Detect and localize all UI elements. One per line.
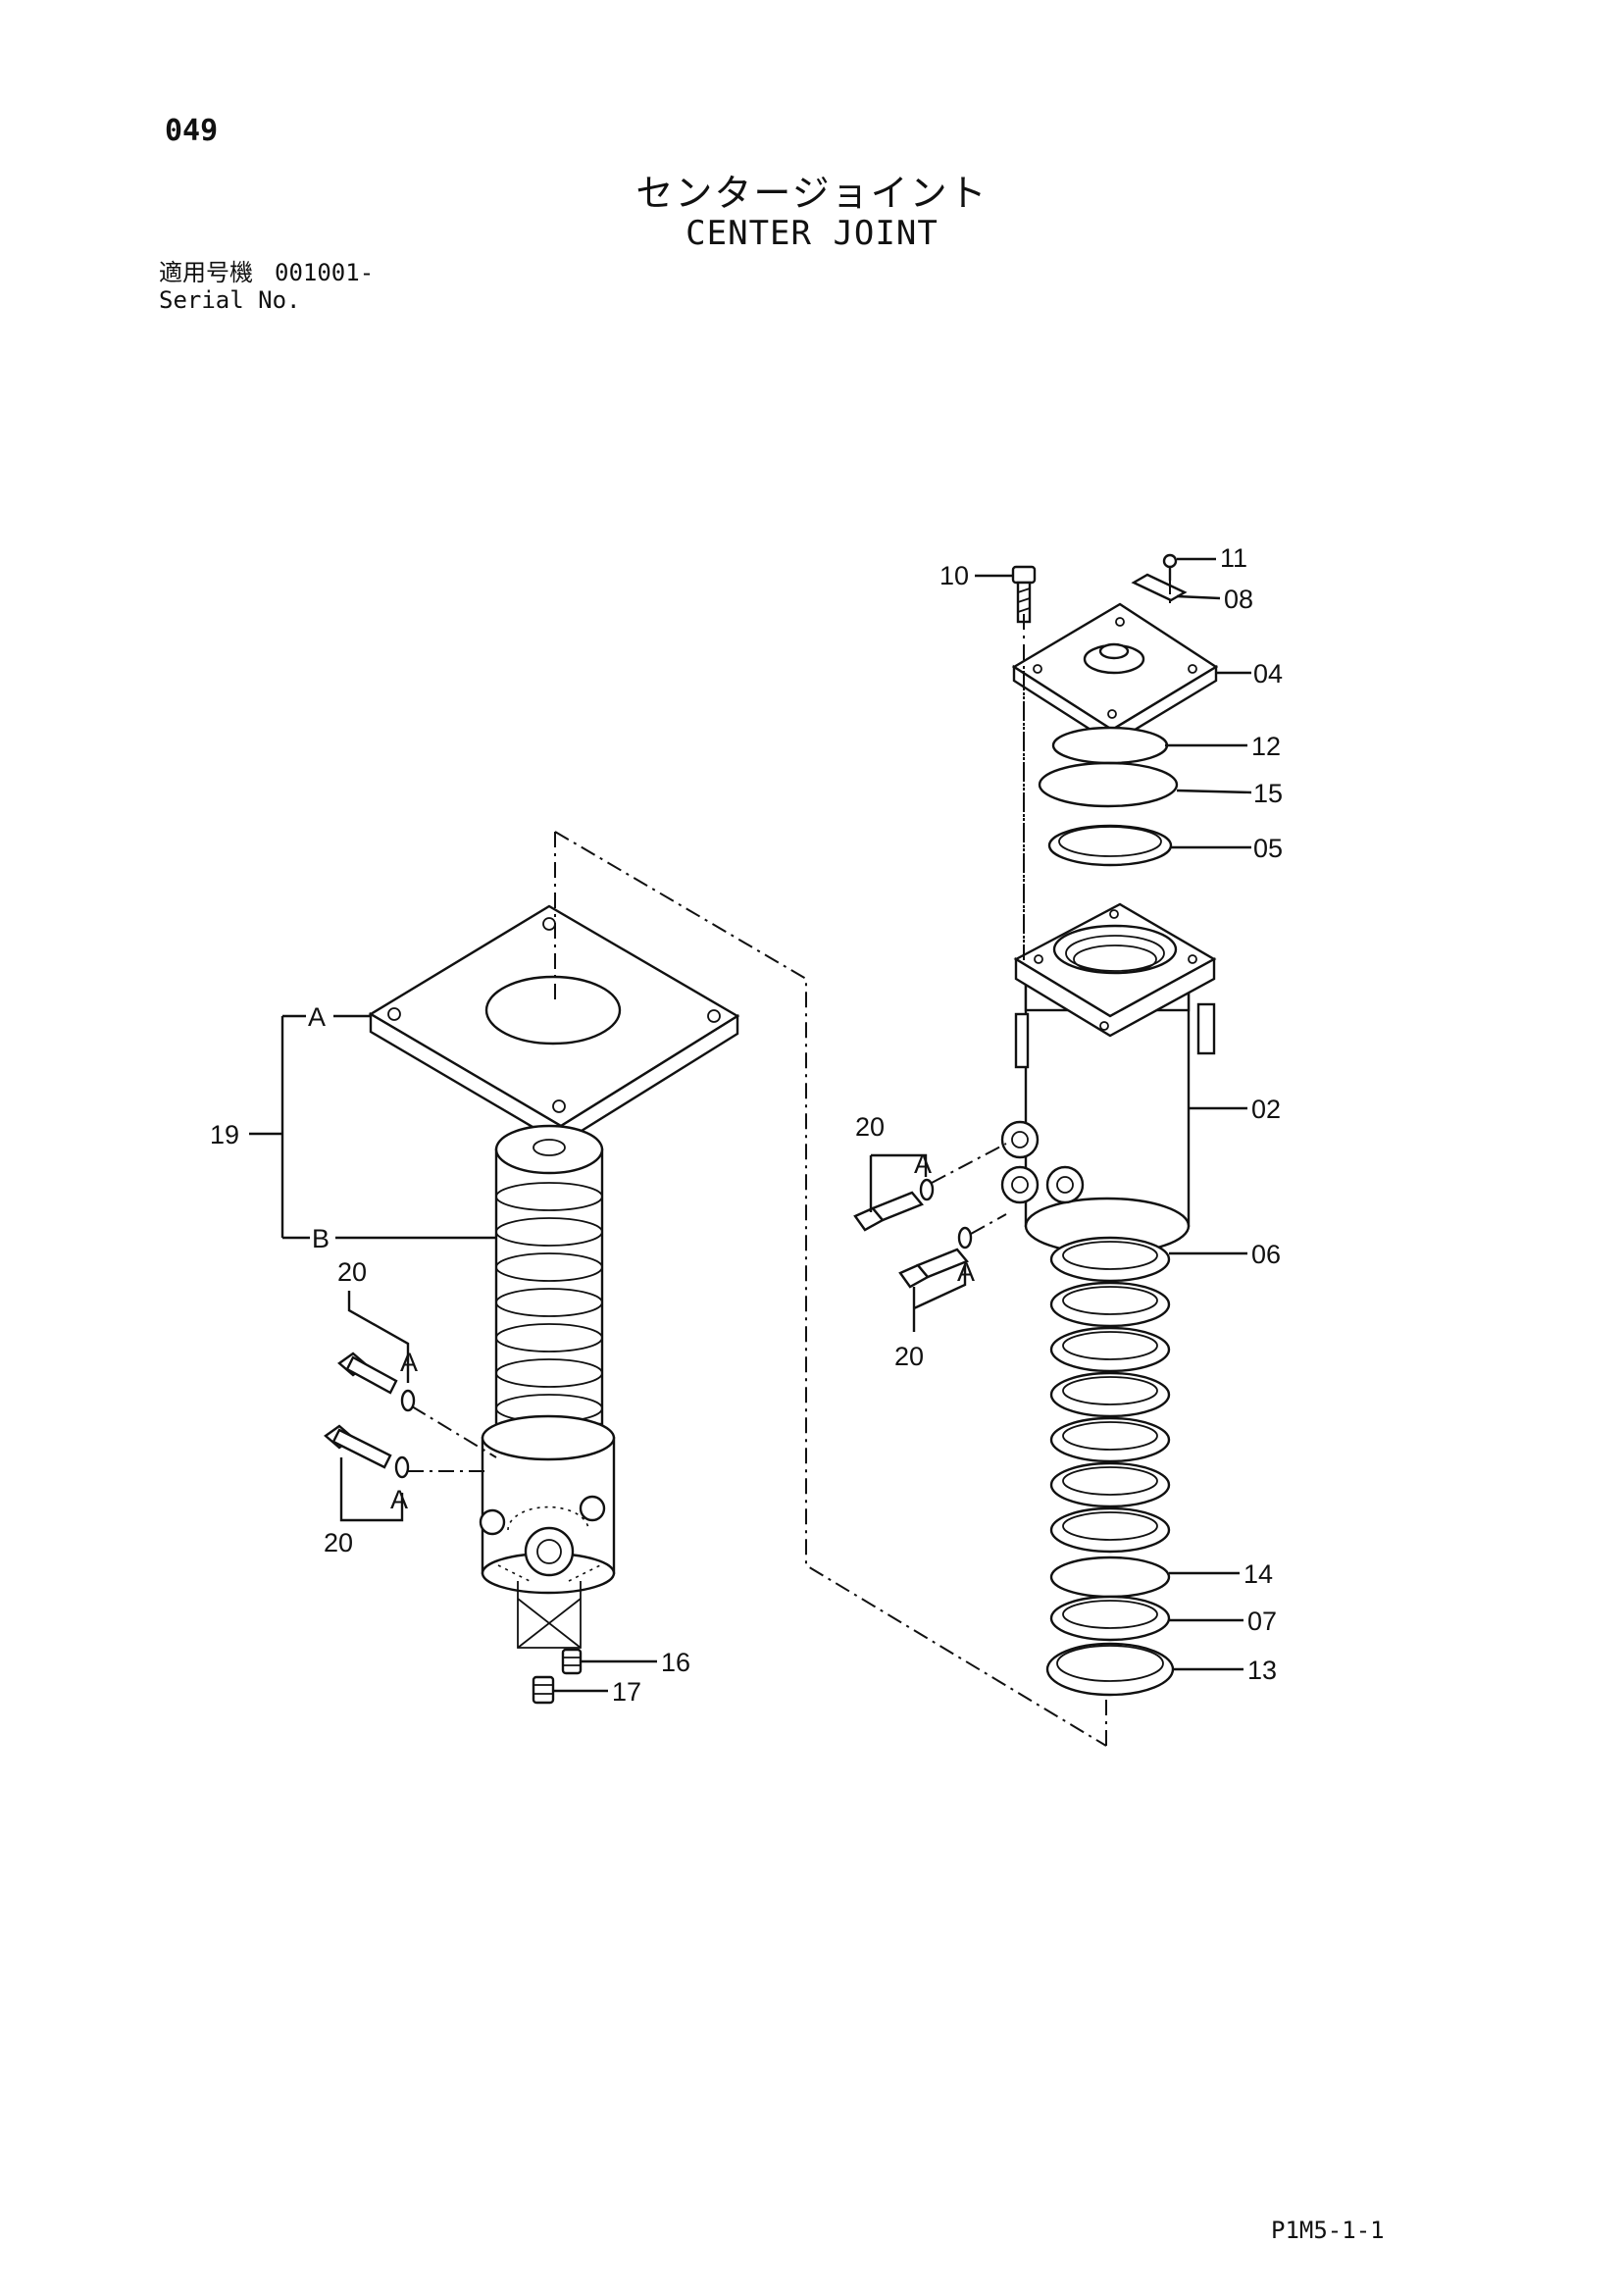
callout-12: 12 xyxy=(1251,732,1281,761)
part-bolt-20-upper-left[interactable] xyxy=(337,1352,398,1395)
callout-13: 13 xyxy=(1247,1656,1277,1685)
axis-bolt-upper-right xyxy=(931,1143,1007,1184)
callout-20-lower-right: 20 xyxy=(894,1342,924,1371)
page-number: 049 xyxy=(165,114,219,148)
callout-11: 11 xyxy=(1220,543,1247,573)
part-ring-stack-06[interactable] xyxy=(1049,1236,1171,1554)
part-bolt-20-upper-right[interactable] xyxy=(853,1191,924,1232)
callout-sub-a-lower-left: A xyxy=(390,1485,408,1514)
document-code: P1M5-1-1 xyxy=(1271,2217,1385,2244)
part-ring-07[interactable] xyxy=(1049,1595,1171,1642)
callout-08: 08 xyxy=(1224,585,1253,614)
part-o-ring-15[interactable] xyxy=(1038,761,1179,808)
part-plug-17[interactable] xyxy=(532,1675,555,1705)
part-o-ring-lower-left[interactable] xyxy=(394,1455,410,1479)
callout-14: 14 xyxy=(1243,1559,1273,1589)
callout-17: 17 xyxy=(612,1677,641,1707)
callout-sub-a-lower-right: A xyxy=(957,1257,975,1287)
callout-15: 15 xyxy=(1253,779,1283,808)
part-screw-11[interactable] xyxy=(1162,553,1178,581)
part-bolt-20-lower-left[interactable] xyxy=(324,1424,392,1469)
callout-10: 10 xyxy=(939,561,969,590)
callout-06: 06 xyxy=(1251,1240,1281,1269)
part-bolt-10[interactable] xyxy=(1011,565,1037,624)
part-plug-16[interactable] xyxy=(561,1648,583,1675)
callout-19: 19 xyxy=(210,1120,239,1149)
callout-16: 16 xyxy=(661,1648,690,1677)
part-o-ring-upper-left[interactable] xyxy=(400,1389,416,1412)
page-title: CENTER JOINT xyxy=(685,214,939,253)
callout-02: 02 xyxy=(1251,1095,1281,1124)
serial-label: Serial No. xyxy=(159,286,301,314)
part-ring-13[interactable] xyxy=(1045,1642,1175,1697)
serial-value: 001001- xyxy=(275,259,375,286)
assembly-axis-line xyxy=(554,831,1107,1747)
part-ring-05[interactable] xyxy=(1047,824,1173,867)
callout-20-upper-left: 20 xyxy=(337,1257,367,1287)
part-body-02[interactable] xyxy=(1000,902,1217,1255)
part-o-ring-upper-right[interactable] xyxy=(919,1178,935,1201)
callout-sub-a-upper-right: A xyxy=(914,1149,932,1179)
callout-sub-a-upper-left: A xyxy=(400,1348,418,1377)
part-plate-08[interactable] xyxy=(1131,573,1188,602)
callout-07: 07 xyxy=(1247,1607,1277,1636)
part-snap-ring-12[interactable] xyxy=(1051,726,1169,765)
callout-sub-a-plate: A xyxy=(308,1002,326,1032)
serial-info: 適用号機 001001- Serial No. xyxy=(159,259,374,314)
part-o-ring-lower-right[interactable] xyxy=(957,1226,973,1250)
part-spindle-b[interactable] xyxy=(479,1124,616,1649)
callout-05: 05 xyxy=(1253,834,1283,863)
part-cover-04[interactable] xyxy=(1011,602,1219,745)
callout-sub-b-spindle: B xyxy=(312,1224,330,1253)
part-bolt-20-lower-right[interactable] xyxy=(898,1248,969,1289)
part-plate-a[interactable] xyxy=(368,904,740,1146)
axis-bolt-lower-right xyxy=(970,1213,1007,1235)
page-title-japanese: センタージョイント xyxy=(635,172,989,215)
leader-lines xyxy=(249,557,1252,1693)
callout-04: 04 xyxy=(1253,659,1283,689)
callout-20-upper-right: 20 xyxy=(855,1112,885,1142)
part-o-ring-14[interactable] xyxy=(1049,1556,1171,1599)
serial-label-japanese: 適用号機 xyxy=(159,259,253,286)
callout-20-lower-left: 20 xyxy=(324,1528,353,1557)
